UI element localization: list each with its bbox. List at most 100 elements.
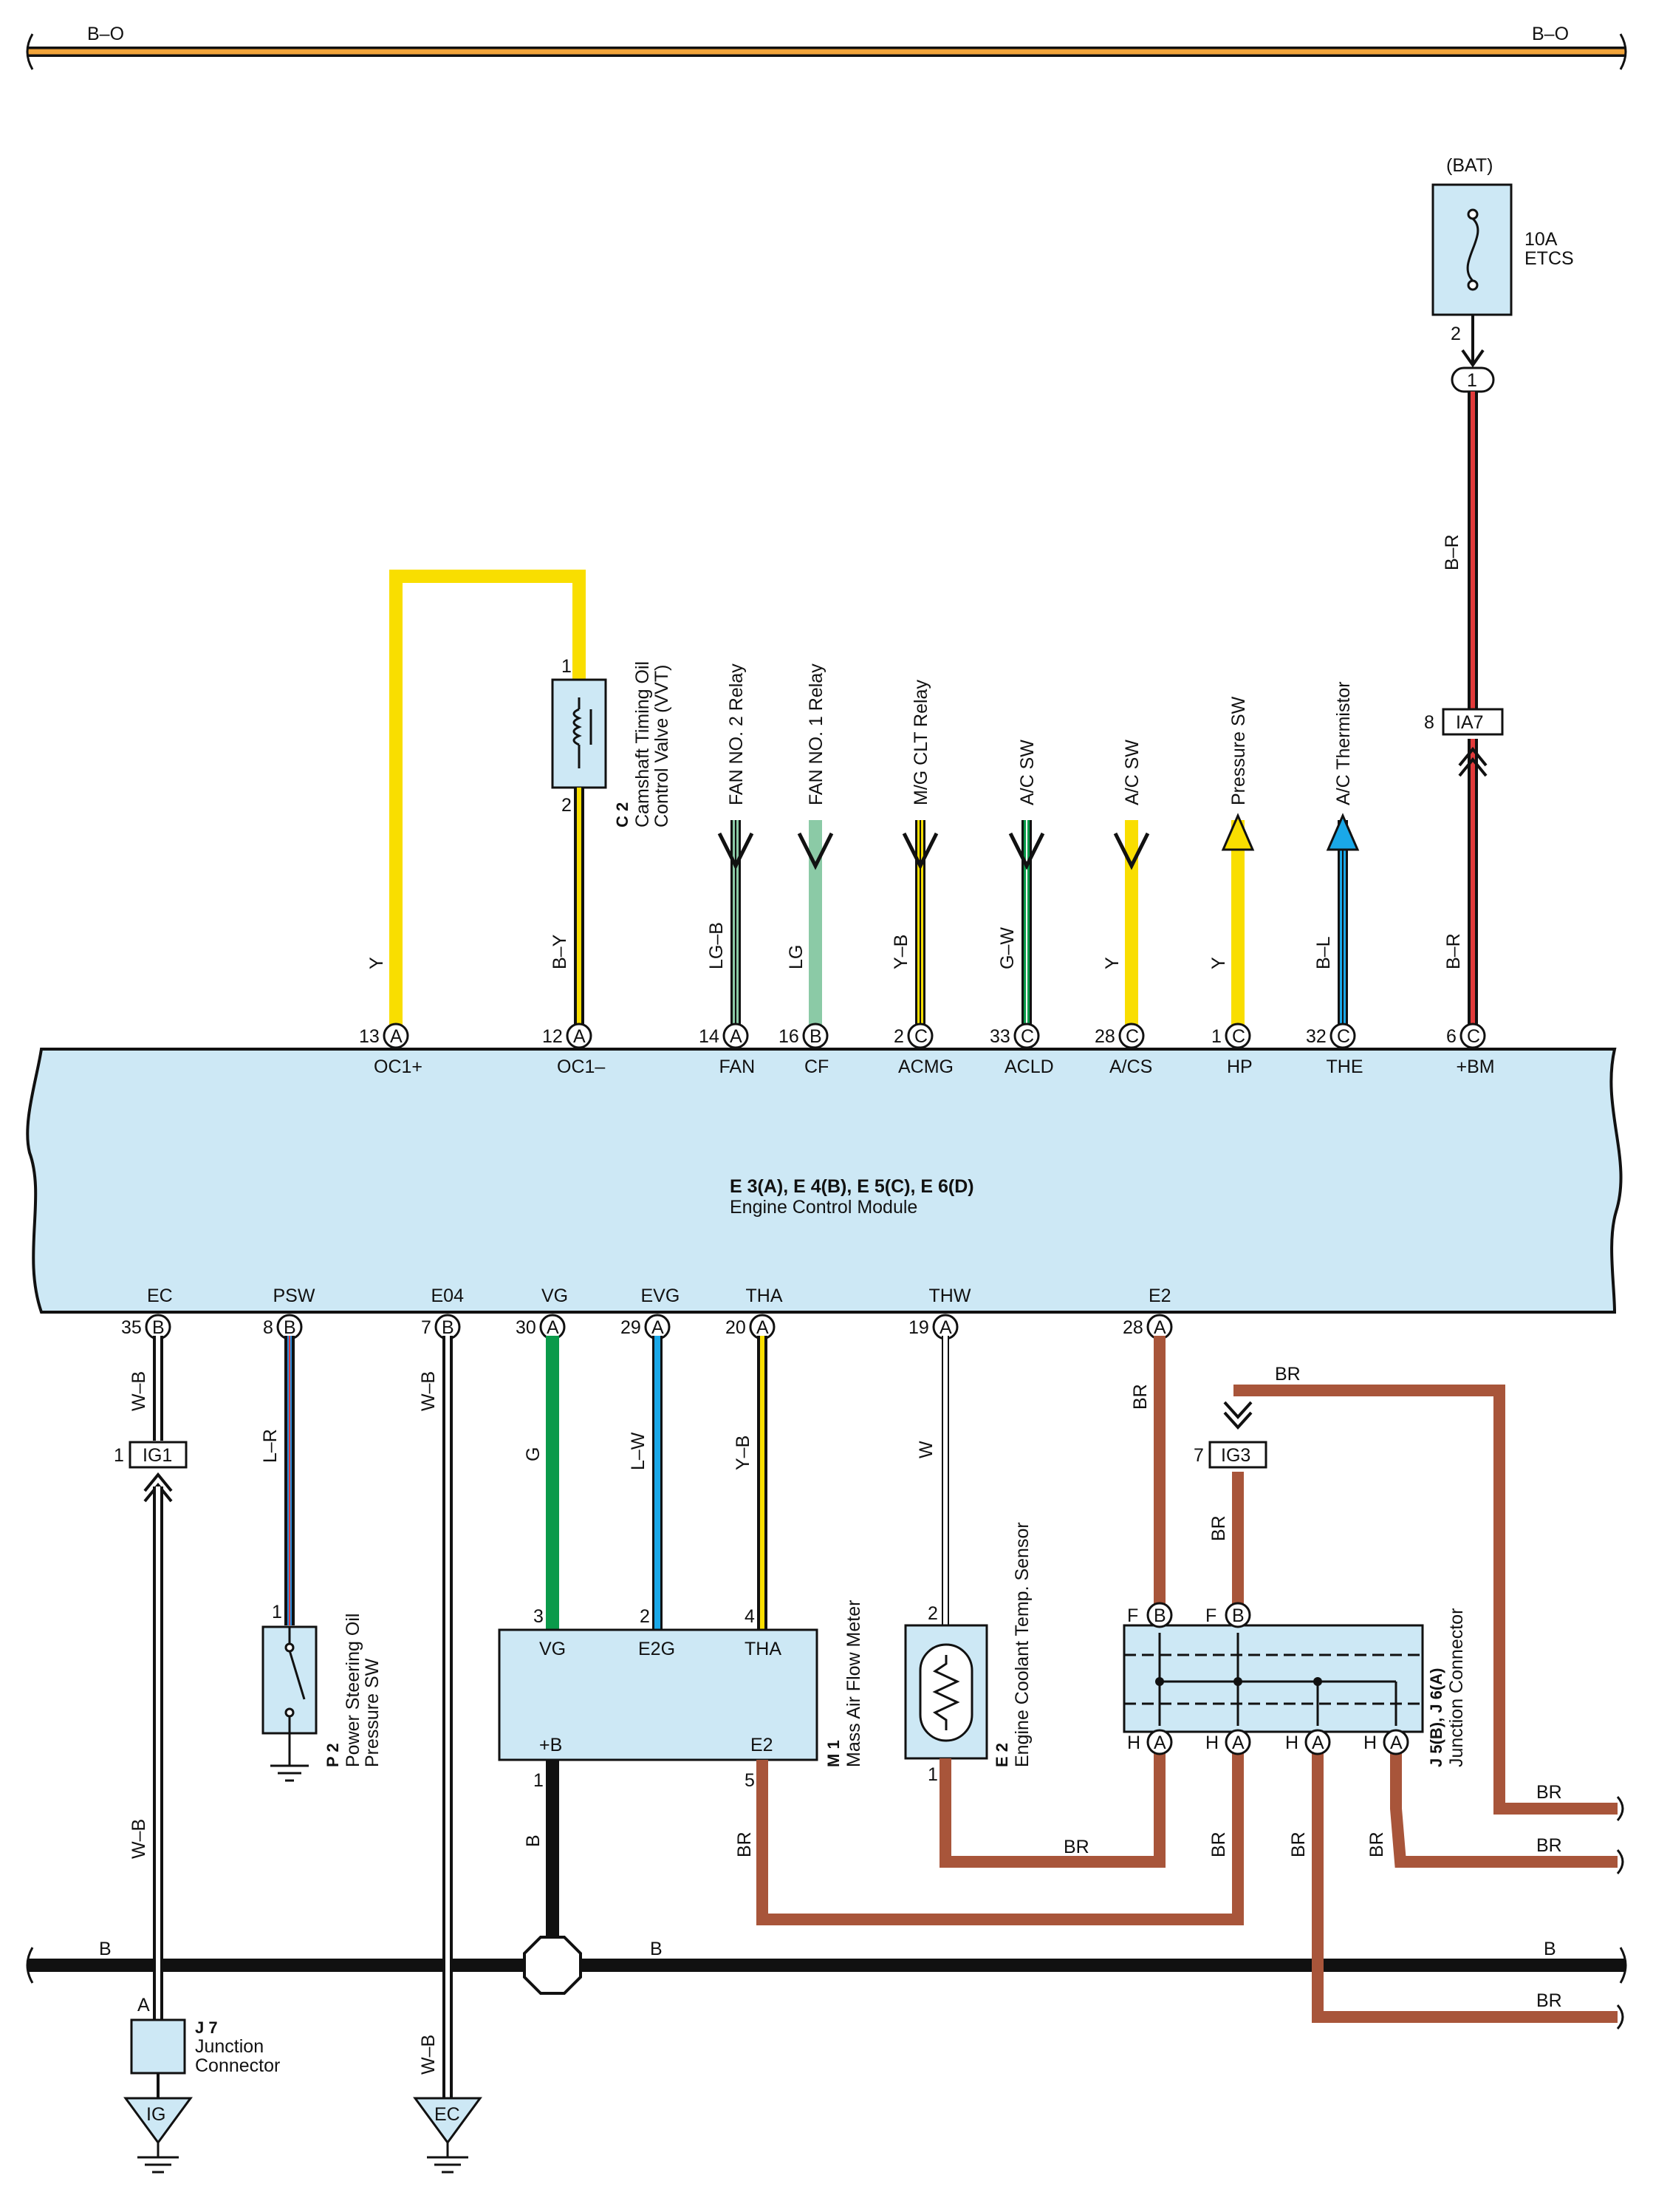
maf-pin-e2: 5 [745, 1770, 755, 1791]
acmg-signal: ACMG [898, 1056, 954, 1077]
jc-h-conn-3: A [1312, 1733, 1324, 1753]
wire-maf-b: B [523, 1760, 559, 1965]
br-wiring [756, 1336, 1618, 2023]
hp-pin: 1 [1211, 1026, 1222, 1047]
ground-bus: B B B [26, 1936, 1627, 1995]
br-label-ig3: BR [1208, 1515, 1229, 1541]
acs-pin: 28 [1095, 1026, 1115, 1047]
fan-destination: FAN NO. 2 Relay [726, 663, 747, 805]
cf-terminal [802, 1023, 829, 1049]
acmg-pin: 2 [894, 1026, 904, 1047]
ect-pin-top: 2 [928, 1603, 938, 1624]
the-destination: A/C Thermistor [1333, 681, 1354, 805]
maf-label-vg: VG [539, 1639, 566, 1659]
e04-signal: E04 [431, 1286, 465, 1306]
oc1m-terminal [566, 1023, 592, 1049]
ig3-pin: 7 [1194, 1445, 1204, 1466]
thw-conn: A [940, 1317, 952, 1338]
coolant-temp-sensor: 2 1 E 2 Engine Coolant Temp. Sensor [904, 1522, 1033, 1785]
maf-name: Mass Air Flow Meter [843, 1600, 864, 1767]
top-bus-right-label: B–O [1532, 24, 1569, 44]
j7-code: J 7 [195, 2018, 218, 2037]
evg-wire-label: L–W [628, 1432, 648, 1470]
wire-bm: IA7 8 B–R [1424, 392, 1504, 1027]
psw-pin: 8 [263, 1317, 273, 1338]
fuse-rating: 10A [1524, 229, 1558, 250]
vg-pin: 30 [516, 1317, 536, 1338]
hp-arrow-icon [1221, 813, 1255, 851]
jc-f-conn-1: B [1154, 1605, 1166, 1626]
ground-ec-label: EC [434, 2104, 460, 2125]
ecm-codes: E 3(A), E 4(B), E 5(C), E 6(D) [730, 1176, 974, 1197]
hp-terminal [1225, 1023, 1251, 1049]
bm-pin: 6 [1446, 1026, 1457, 1047]
vg-signal: VG [541, 1286, 568, 1306]
hp-destination: Pressure SW [1228, 696, 1249, 805]
fan-terminal [722, 1023, 749, 1049]
maf-pin-tha: 4 [745, 1606, 755, 1627]
fuse-name: ETCS [1524, 248, 1574, 269]
bm-wire-upper-label: B–R [1442, 534, 1462, 570]
e04-wire-label: W–B [418, 1371, 439, 1411]
cf-destination: FAN NO. 1 Relay [806, 663, 826, 805]
maf-pin-vg: 3 [533, 1606, 544, 1627]
vvt-line1: Camshaft Timing Oil [632, 661, 653, 827]
fan-conn: A [730, 1026, 742, 1047]
jc-f-conn-2: B [1232, 1605, 1245, 1626]
ec-wire-label: W–B [129, 1371, 149, 1411]
jc-h-terminal-2 [1225, 1729, 1251, 1755]
br-label-e2: BR [1130, 1384, 1151, 1410]
br-label-out2: BR [1536, 1835, 1562, 1856]
br-label-jc4: BR [1366, 1832, 1387, 1857]
br-labels: BR BR BR BR BR BR BR BR BR BR BR [734, 1364, 1562, 2011]
the-signal: THE [1327, 1056, 1363, 1077]
oc1p-signal: OC1+ [374, 1056, 422, 1077]
ps-sw-code: P 2 [324, 1743, 342, 1767]
acld-terminal [1013, 1023, 1040, 1049]
maf-meter: 3 2 4 VG E2G THA +B E2 1 5 M 1 Mass Air … [498, 1600, 864, 1791]
junction-connector: J 5(B), J 6(A) Junction Connector [1123, 1608, 1467, 1767]
oc1m-wire-label: B–Y [550, 934, 570, 969]
jc-h-label-1: H [1127, 1733, 1140, 1753]
vvt-pin-bottom: 2 [561, 795, 572, 816]
acmg-terminal [907, 1023, 934, 1049]
br-label-out1: BR [1536, 1782, 1562, 1803]
evg-signal: EVG [641, 1286, 680, 1306]
cf-wire-label: LG [786, 945, 807, 969]
jc-code: J 5(B), J 6(A) [1427, 1668, 1445, 1767]
ec-wire-lower-label: W–B [129, 1819, 149, 1859]
ig3-connector: IG3 7 [1194, 1401, 1267, 1469]
jc-f-terminal-1 [1146, 1602, 1173, 1628]
ig1-pin: 1 [114, 1445, 124, 1466]
e04-wire-lower-label: W–B [418, 2035, 439, 2075]
hp-signal: HP [1227, 1056, 1253, 1077]
oc1p-terminal [383, 1023, 409, 1049]
e2-conn: A [1154, 1317, 1166, 1338]
fuse-pin: 2 [1451, 324, 1461, 344]
thw-pin: 19 [908, 1317, 929, 1338]
maf-pin-b: 1 [533, 1770, 544, 1791]
vvt-pin-top: 1 [561, 656, 572, 677]
jc-name: Junction Connector [1446, 1608, 1467, 1767]
acs-terminal [1118, 1023, 1145, 1049]
maf-label-tha: THA [745, 1639, 781, 1659]
maf-b-wire-label: B [523, 1834, 544, 1847]
br-label-top-loop: BR [1275, 1364, 1301, 1385]
br-label-jc3: BR [1288, 1832, 1309, 1857]
jc-h-conn-2: A [1232, 1733, 1245, 1753]
e04-pin: 7 [421, 1317, 431, 1338]
ps-sw-line1: Power Steering Oil [343, 1614, 363, 1767]
wire-ec: IG1 1 W–B A J 7 Junction Connector IG [114, 1336, 280, 2174]
tha-conn: A [756, 1317, 769, 1338]
ground-bus-label-left: B [99, 1939, 112, 1959]
acld-conn: C [1021, 1026, 1034, 1047]
the-wire-label: B–L [1313, 936, 1334, 969]
psw-wire-label: L–R [260, 1429, 281, 1463]
jc-h-label-3: H [1285, 1733, 1298, 1753]
cf-pin: 16 [778, 1026, 799, 1047]
ground-ig-label: IG [146, 2104, 165, 2125]
cf-arrow-icon [797, 832, 834, 870]
acs-arrow-icon [1113, 832, 1150, 870]
